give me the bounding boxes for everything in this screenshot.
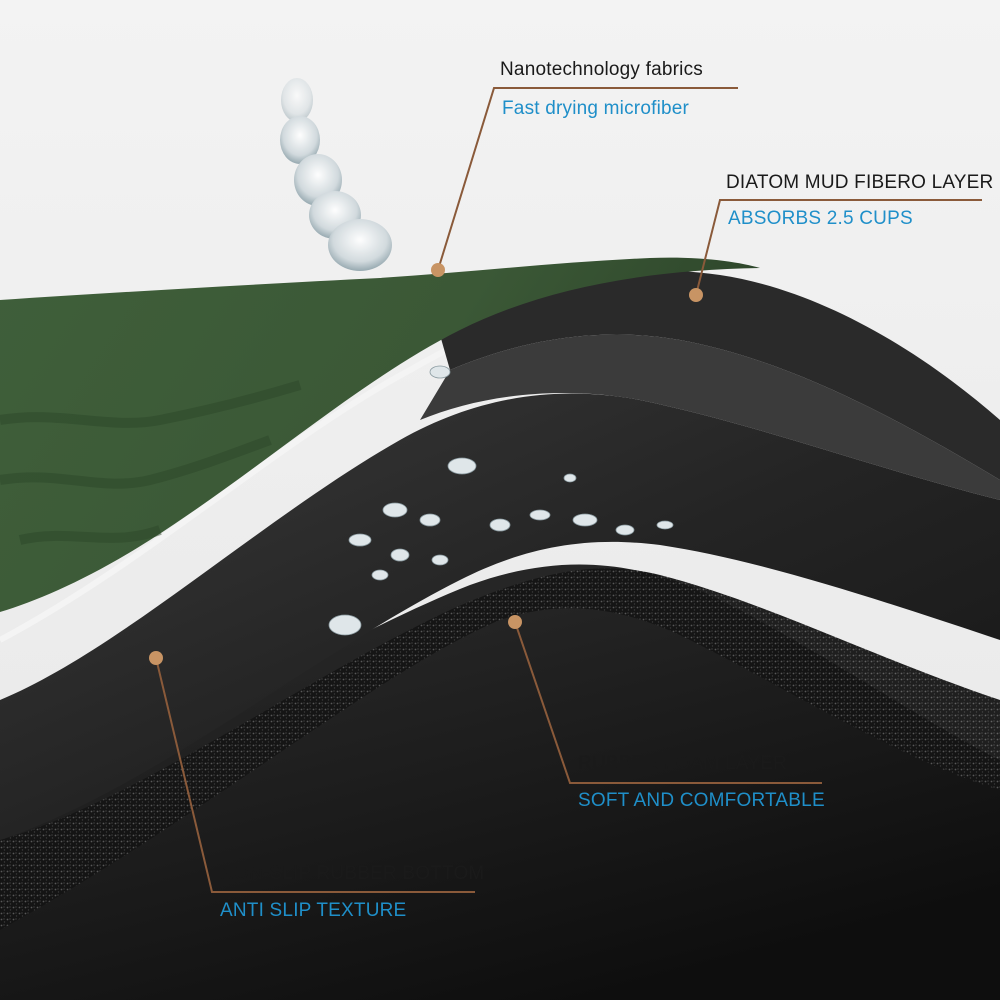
leader-lines: [155, 87, 982, 893]
leader-diatom: [695, 199, 982, 296]
rubber-foam-layer: [0, 568, 1000, 930]
callout-subtitle: SOFT AND COMFORTABLE: [578, 790, 825, 811]
callout-title: RUBBER FOAM LAYER: [578, 753, 787, 774]
marker-bottom: [149, 651, 163, 665]
callout-subtitle: ANTI SLIP TEXTURE: [220, 900, 407, 921]
marker-dots: [149, 263, 703, 665]
callout-subtitle: Fast drying microfiber: [502, 98, 690, 119]
marker-foam: [508, 615, 522, 629]
leader-foam: [514, 621, 822, 784]
water-droplets: [328, 365, 674, 636]
microfiber-top-layer: [0, 257, 760, 612]
diatom-layer: [430, 268, 1000, 480]
marker-nano: [431, 263, 445, 277]
leader-nano: [437, 87, 738, 271]
water-stream: [280, 78, 392, 271]
callout-subtitle: ABSORBS 2.5 CUPS: [728, 208, 913, 229]
leader-bottom: [155, 657, 475, 893]
callout-title: NON-SLIP RUBBER BOTTOM: [220, 863, 485, 884]
callout-title: DIATOM MUD FIBERO LAYER: [726, 172, 994, 193]
callout-title: Nanotechnology fabrics: [500, 59, 703, 80]
marker-diatom: [689, 288, 703, 302]
middle-rubber-layer: [0, 393, 1000, 840]
